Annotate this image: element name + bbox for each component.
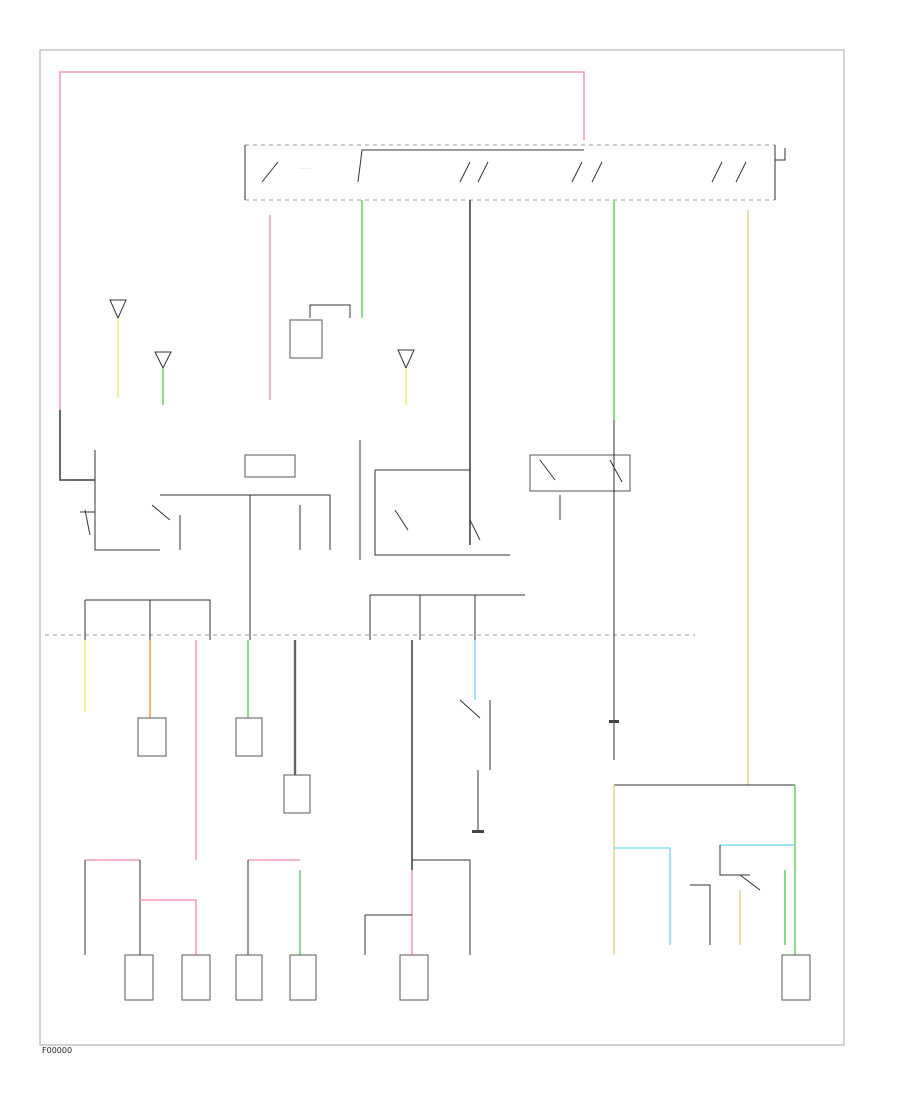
component-3 bbox=[283, 774, 311, 814]
switch-ground-middle bbox=[459, 699, 619, 833]
diagram-frame bbox=[39, 49, 845, 1046]
right-lower-harness bbox=[613, 784, 796, 955]
component-2 bbox=[235, 717, 263, 757]
bottom-component-1 bbox=[124, 954, 154, 1001]
diagram-code: F00000 bbox=[42, 1046, 73, 1055]
ignition-switch: · · · · bbox=[244, 144, 786, 201]
right-relay bbox=[529, 420, 631, 760]
lower-fuse-branches bbox=[84, 594, 525, 640]
bottom-component-4 bbox=[289, 954, 317, 1001]
relay-block bbox=[70, 440, 510, 640]
bottom-component-6 bbox=[781, 954, 811, 1001]
battery-feed-wire bbox=[59, 71, 585, 481]
small-relay bbox=[289, 304, 351, 359]
bottom-component-5 bbox=[399, 954, 429, 1001]
bottom-component-3 bbox=[235, 954, 263, 1001]
component-1 bbox=[137, 717, 167, 757]
bottom-left-harness bbox=[84, 859, 471, 955]
bottom-component-2 bbox=[181, 954, 211, 1001]
ignition-label: · · · · bbox=[300, 166, 312, 172]
splice-symbol-left bbox=[109, 299, 415, 405]
